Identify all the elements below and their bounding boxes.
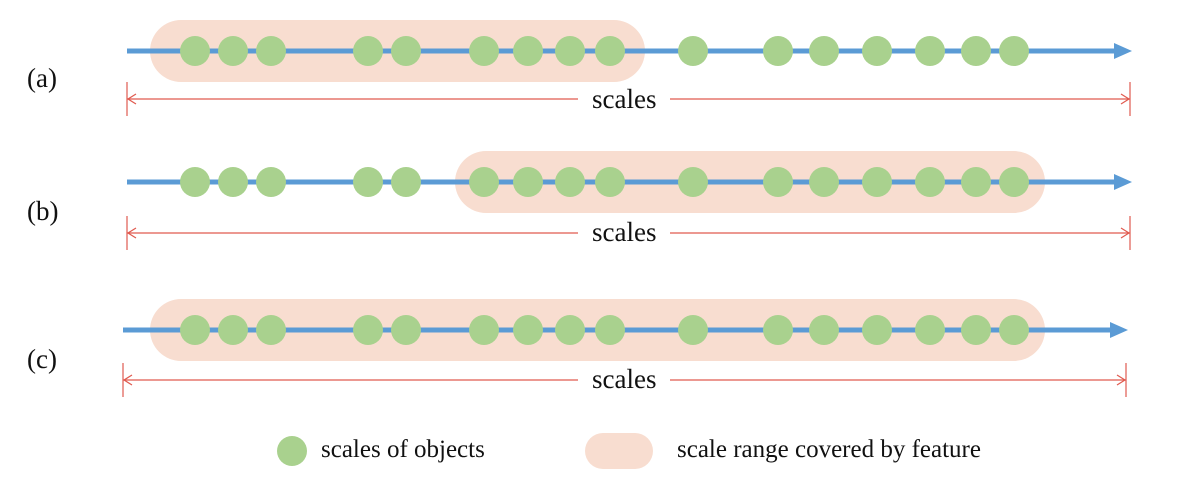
object-scale-dot [915, 36, 945, 66]
span-right-arrow-icon-a [1120, 93, 1131, 105]
scales-label-a: scales [578, 84, 671, 114]
object-scale-dot [999, 36, 1029, 66]
object-scale-dot [391, 167, 421, 197]
object-scale-dot [555, 315, 585, 345]
panel-label-b: (b) [27, 196, 59, 226]
span-left-arrow-icon-b [126, 227, 137, 239]
object-scale-dot [763, 315, 793, 345]
object-scale-dot [353, 36, 383, 66]
object-scale-dot [862, 315, 892, 345]
axis-arrow-icon-b [1114, 174, 1132, 190]
object-scale-dot [180, 315, 210, 345]
object-scale-dot [218, 167, 248, 197]
object-scale-dot [678, 315, 708, 345]
legend-range-swatch-icon [585, 433, 653, 469]
span-left-arrow-icon-c [122, 374, 133, 386]
axis-arrow-icon-a [1114, 43, 1132, 59]
object-scale-dot [595, 167, 625, 197]
object-scale-dot [353, 167, 383, 197]
object-scale-dot [218, 36, 248, 66]
object-scale-dot [469, 36, 499, 66]
object-scale-dot [180, 167, 210, 197]
object-scale-dot [513, 315, 543, 345]
object-scale-dot [961, 36, 991, 66]
legend-object-label: scales of objects [321, 436, 485, 463]
object-scale-dot [595, 36, 625, 66]
object-scale-dot [999, 167, 1029, 197]
scales-label-c: scales [578, 364, 671, 394]
object-scale-dot [763, 36, 793, 66]
object-scale-dot [999, 315, 1029, 345]
panel-label-a: (a) [27, 63, 57, 93]
object-scale-dot [915, 167, 945, 197]
axis-arrow-icon-c [1110, 322, 1128, 338]
object-scale-dot [595, 315, 625, 345]
object-scale-dot [513, 36, 543, 66]
object-scale-dot [961, 315, 991, 345]
span-right-arrow-icon-b [1120, 227, 1131, 239]
scales-label-b: scales [578, 217, 671, 247]
object-scale-dot [391, 315, 421, 345]
object-scale-dot [809, 167, 839, 197]
object-scale-dot [763, 167, 793, 197]
object-scale-dot [469, 315, 499, 345]
object-scale-dot [180, 36, 210, 66]
object-scale-dot [809, 315, 839, 345]
object-scale-dot [218, 315, 248, 345]
object-scale-dot [961, 167, 991, 197]
object-scale-dot [862, 167, 892, 197]
object-scale-dot [469, 167, 499, 197]
object-scale-dot [678, 36, 708, 66]
object-scale-dot [555, 36, 585, 66]
object-scale-dot [678, 167, 708, 197]
object-scale-dot [915, 315, 945, 345]
object-scale-dot [256, 36, 286, 66]
object-scale-dot [256, 167, 286, 197]
span-left-arrow-icon-a [126, 93, 137, 105]
legend-range-label: scale range covered by feature [677, 436, 981, 463]
object-scale-dot [513, 167, 543, 197]
object-scale-dot [256, 315, 286, 345]
panel-label-c: (c) [27, 344, 57, 374]
object-scale-dot [862, 36, 892, 66]
legend-object-dot-icon [277, 436, 307, 466]
object-scale-dot [809, 36, 839, 66]
object-scale-dot [353, 315, 383, 345]
object-scale-dot [555, 167, 585, 197]
span-right-arrow-icon-c [1116, 374, 1127, 386]
object-scale-dot [391, 36, 421, 66]
